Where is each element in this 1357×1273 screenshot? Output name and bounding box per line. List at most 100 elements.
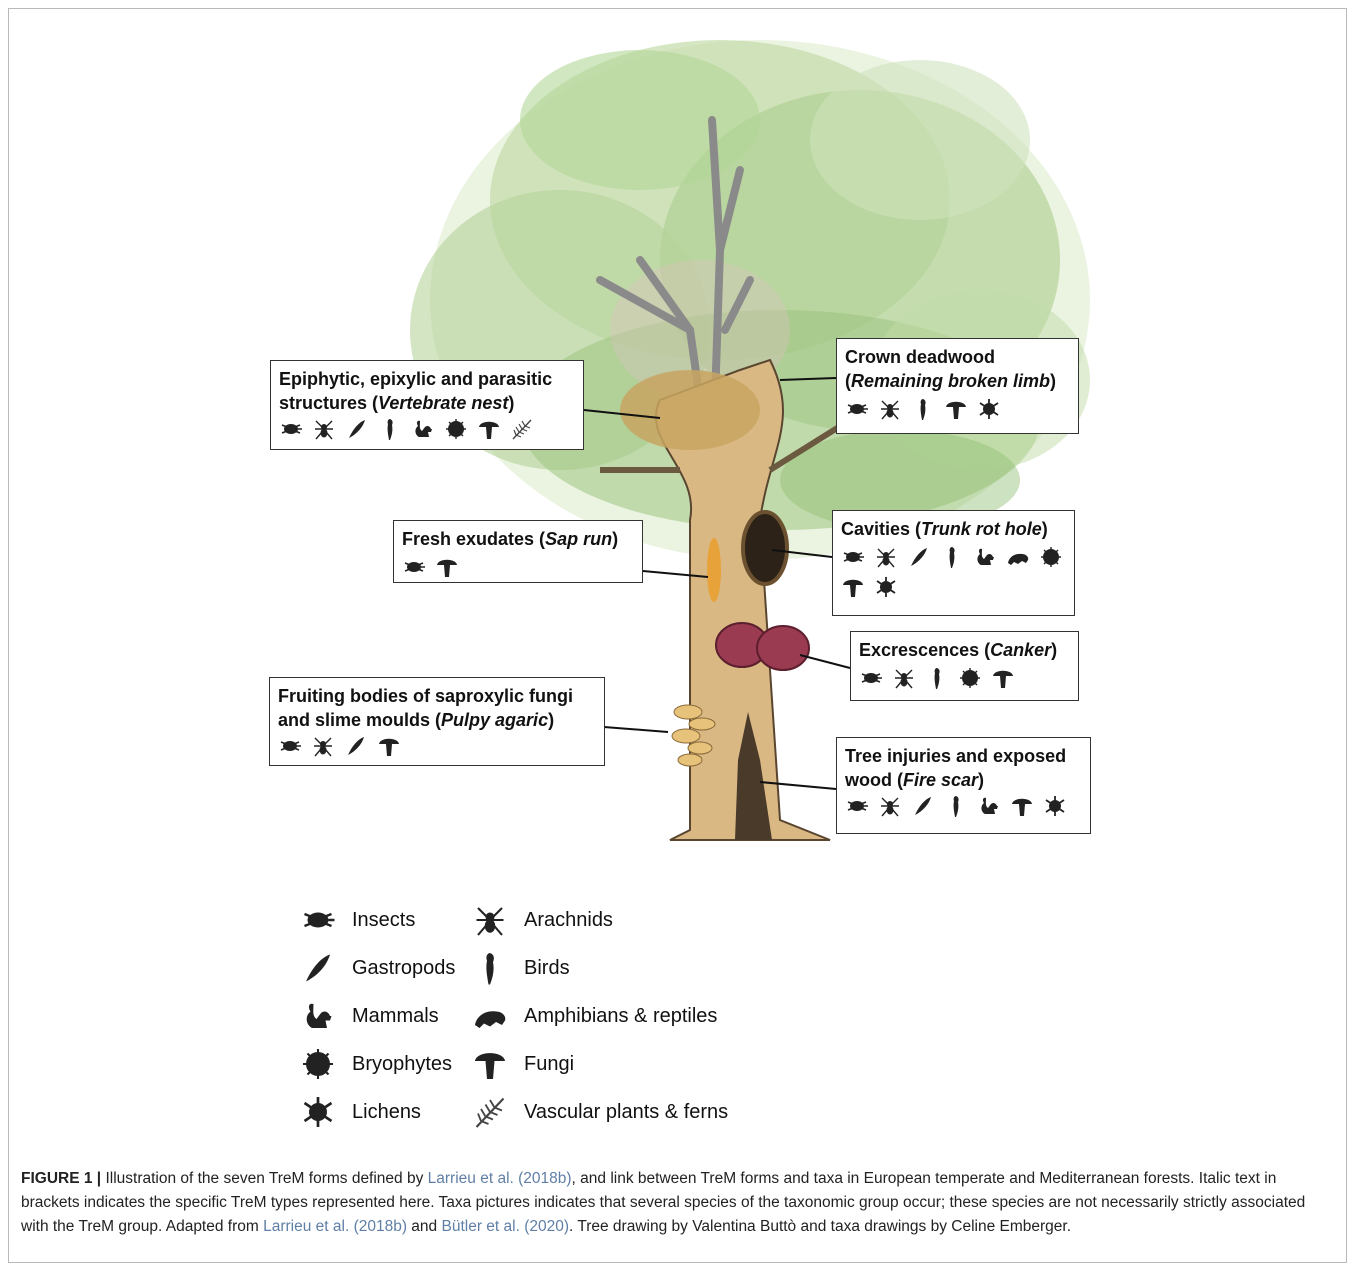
trunk-rot-hole <box>741 510 789 586</box>
box-epiphytic-structures: Epiphytic, epixylic and parasitic struct… <box>270 360 584 450</box>
sap-run <box>707 538 721 602</box>
legend-label: Mammals <box>352 1004 439 1027</box>
box-crown-deadwood: Crown deadwood (Remaining broken limb) <box>836 338 1079 434</box>
legend-label: Birds <box>524 956 570 979</box>
legend-label: Lichens <box>352 1100 421 1123</box>
spider-icon <box>312 417 336 441</box>
lichen-icon <box>300 1094 336 1130</box>
fern-icon <box>472 1094 508 1130</box>
box-excrescences: Excrescences (Canker) <box>850 631 1079 701</box>
mushroom-icon <box>991 666 1015 690</box>
injuries-type: Fire scar <box>902 770 979 790</box>
figure-caption: FIGURE 1 | Illustration of the seven Tre… <box>21 1167 1336 1239</box>
spider-icon <box>472 902 508 938</box>
legend-arachnids: Arachnids <box>472 902 613 938</box>
gastropod-icon <box>911 794 935 818</box>
reference-link[interactable]: Larrieu et al. (2018b) <box>263 1218 407 1235</box>
legend-label: Vascular plants & ferns <box>524 1100 729 1123</box>
cavities-type: Trunk rot hole <box>921 519 1042 539</box>
box-fruiting-bodies: Fruiting bodies of saproxylic fungi and … <box>269 677 605 766</box>
figure-frame <box>8 8 1347 1263</box>
insect-icon <box>845 397 869 421</box>
tree-crown <box>410 40 1090 560</box>
trunk <box>600 358 882 841</box>
reference-link[interactable]: Larrieu et al. (2018b) <box>427 1170 572 1187</box>
mushroom-icon <box>472 1046 508 1082</box>
gastropod-icon <box>345 417 369 441</box>
box-tree-injuries: Tree injuries and exposed wood (Fire sca… <box>836 737 1091 834</box>
legend-label: Gastropods <box>352 956 456 979</box>
bird-icon <box>940 545 964 569</box>
caption-text: and <box>407 1218 442 1235</box>
reference-link[interactable]: Bütler et al. (2020) <box>441 1218 569 1235</box>
spider-icon <box>874 545 898 569</box>
injuries-title-line1: Tree injuries and exposed <box>845 746 1067 766</box>
fruiting-title-line1: Fruiting bodies of saproxylic fungi <box>278 686 574 706</box>
mushroom-icon <box>477 417 501 441</box>
excrescences-title: Excrescences (Canker) <box>859 640 1058 660</box>
epiphytic-type: Vertebrate nest <box>378 393 509 413</box>
mushroom-icon <box>377 734 401 758</box>
fruiting-type: Pulpy agaric <box>441 710 549 730</box>
spider-icon <box>892 666 916 690</box>
vertebrate-nest <box>620 370 760 450</box>
legend-label: Fungi <box>524 1052 575 1075</box>
bird-icon <box>378 417 402 441</box>
caption-text: . Tree drawing by Valentina Buttò and ta… <box>569 1218 1072 1235</box>
fire-scar <box>735 712 772 840</box>
gastropod-icon <box>300 950 336 986</box>
fresh-type: Sap run <box>545 529 613 549</box>
excrescences-type: Canker <box>990 640 1052 660</box>
insect-icon <box>841 545 865 569</box>
legend-amphibians: Amphibians & reptiles <box>472 998 717 1034</box>
squirrel-icon <box>973 545 997 569</box>
legend-label: Insects <box>352 908 416 931</box>
epiphytic-title-line1: Epiphytic, epixylic and parasitic <box>279 369 553 389</box>
legend-gastropods: Gastropods <box>300 950 455 986</box>
epiphytic-title-line2: structures (Vertebrate nest) <box>279 393 515 413</box>
legend-vascular: Vascular plants & ferns <box>472 1094 728 1130</box>
crown-title: Crown deadwood <box>845 347 995 367</box>
legend-birds: Birds <box>472 950 570 986</box>
frog-icon <box>472 998 508 1034</box>
insect-icon <box>402 555 426 579</box>
insect-icon <box>279 417 303 441</box>
fresh-title: Fresh exudates (Sap run) <box>402 529 619 549</box>
insect-icon <box>845 794 869 818</box>
squirrel-icon <box>300 998 336 1034</box>
mushroom-icon <box>841 575 865 599</box>
bryophyte-icon <box>444 417 468 441</box>
legend-mammals: Mammals <box>300 998 439 1034</box>
fruiting-title-line2: and slime moulds (Pulpy agaric) <box>278 710 555 730</box>
pulpy-agaric <box>671 704 716 767</box>
gastropod-icon <box>344 734 368 758</box>
frog-icon <box>1006 545 1030 569</box>
legend-label: Arachnids <box>524 908 613 931</box>
mushroom-icon <box>1010 794 1034 818</box>
bird-icon <box>911 397 935 421</box>
fern-icon <box>510 417 534 441</box>
insect-icon <box>859 666 883 690</box>
legend-label: Bryophytes <box>352 1052 453 1075</box>
bird-icon <box>925 666 949 690</box>
legend-insects: Insects <box>300 902 415 938</box>
caption-text: , and link between TreM forms and taxa i… <box>21 1170 1306 1235</box>
injuries-title-line2: wood (Fire scar) <box>845 770 985 790</box>
spider-icon <box>878 794 902 818</box>
bryophyte-icon <box>1039 545 1063 569</box>
cavities-title: Cavities (Trunk rot hole) <box>841 519 1048 539</box>
legend-lichens: Lichens <box>300 1094 421 1130</box>
crown-type: Remaining broken limb <box>851 371 1051 391</box>
mushroom-icon <box>944 397 968 421</box>
gastropod-icon <box>907 545 931 569</box>
crown-type-line: (Remaining broken limb) <box>845 371 1057 391</box>
insect-icon <box>300 902 336 938</box>
squirrel-icon <box>411 417 435 441</box>
box-cavities: Cavities (Trunk rot hole) <box>832 510 1075 616</box>
figure-label: FIGURE 1 | <box>21 1170 102 1187</box>
box-fresh-exudates: Fresh exudates (Sap run) <box>393 520 643 583</box>
lichen-icon <box>874 575 898 599</box>
tree-illustration <box>410 40 1090 841</box>
legend-bryophytes: Bryophytes <box>300 1046 452 1082</box>
spider-icon <box>878 397 902 421</box>
